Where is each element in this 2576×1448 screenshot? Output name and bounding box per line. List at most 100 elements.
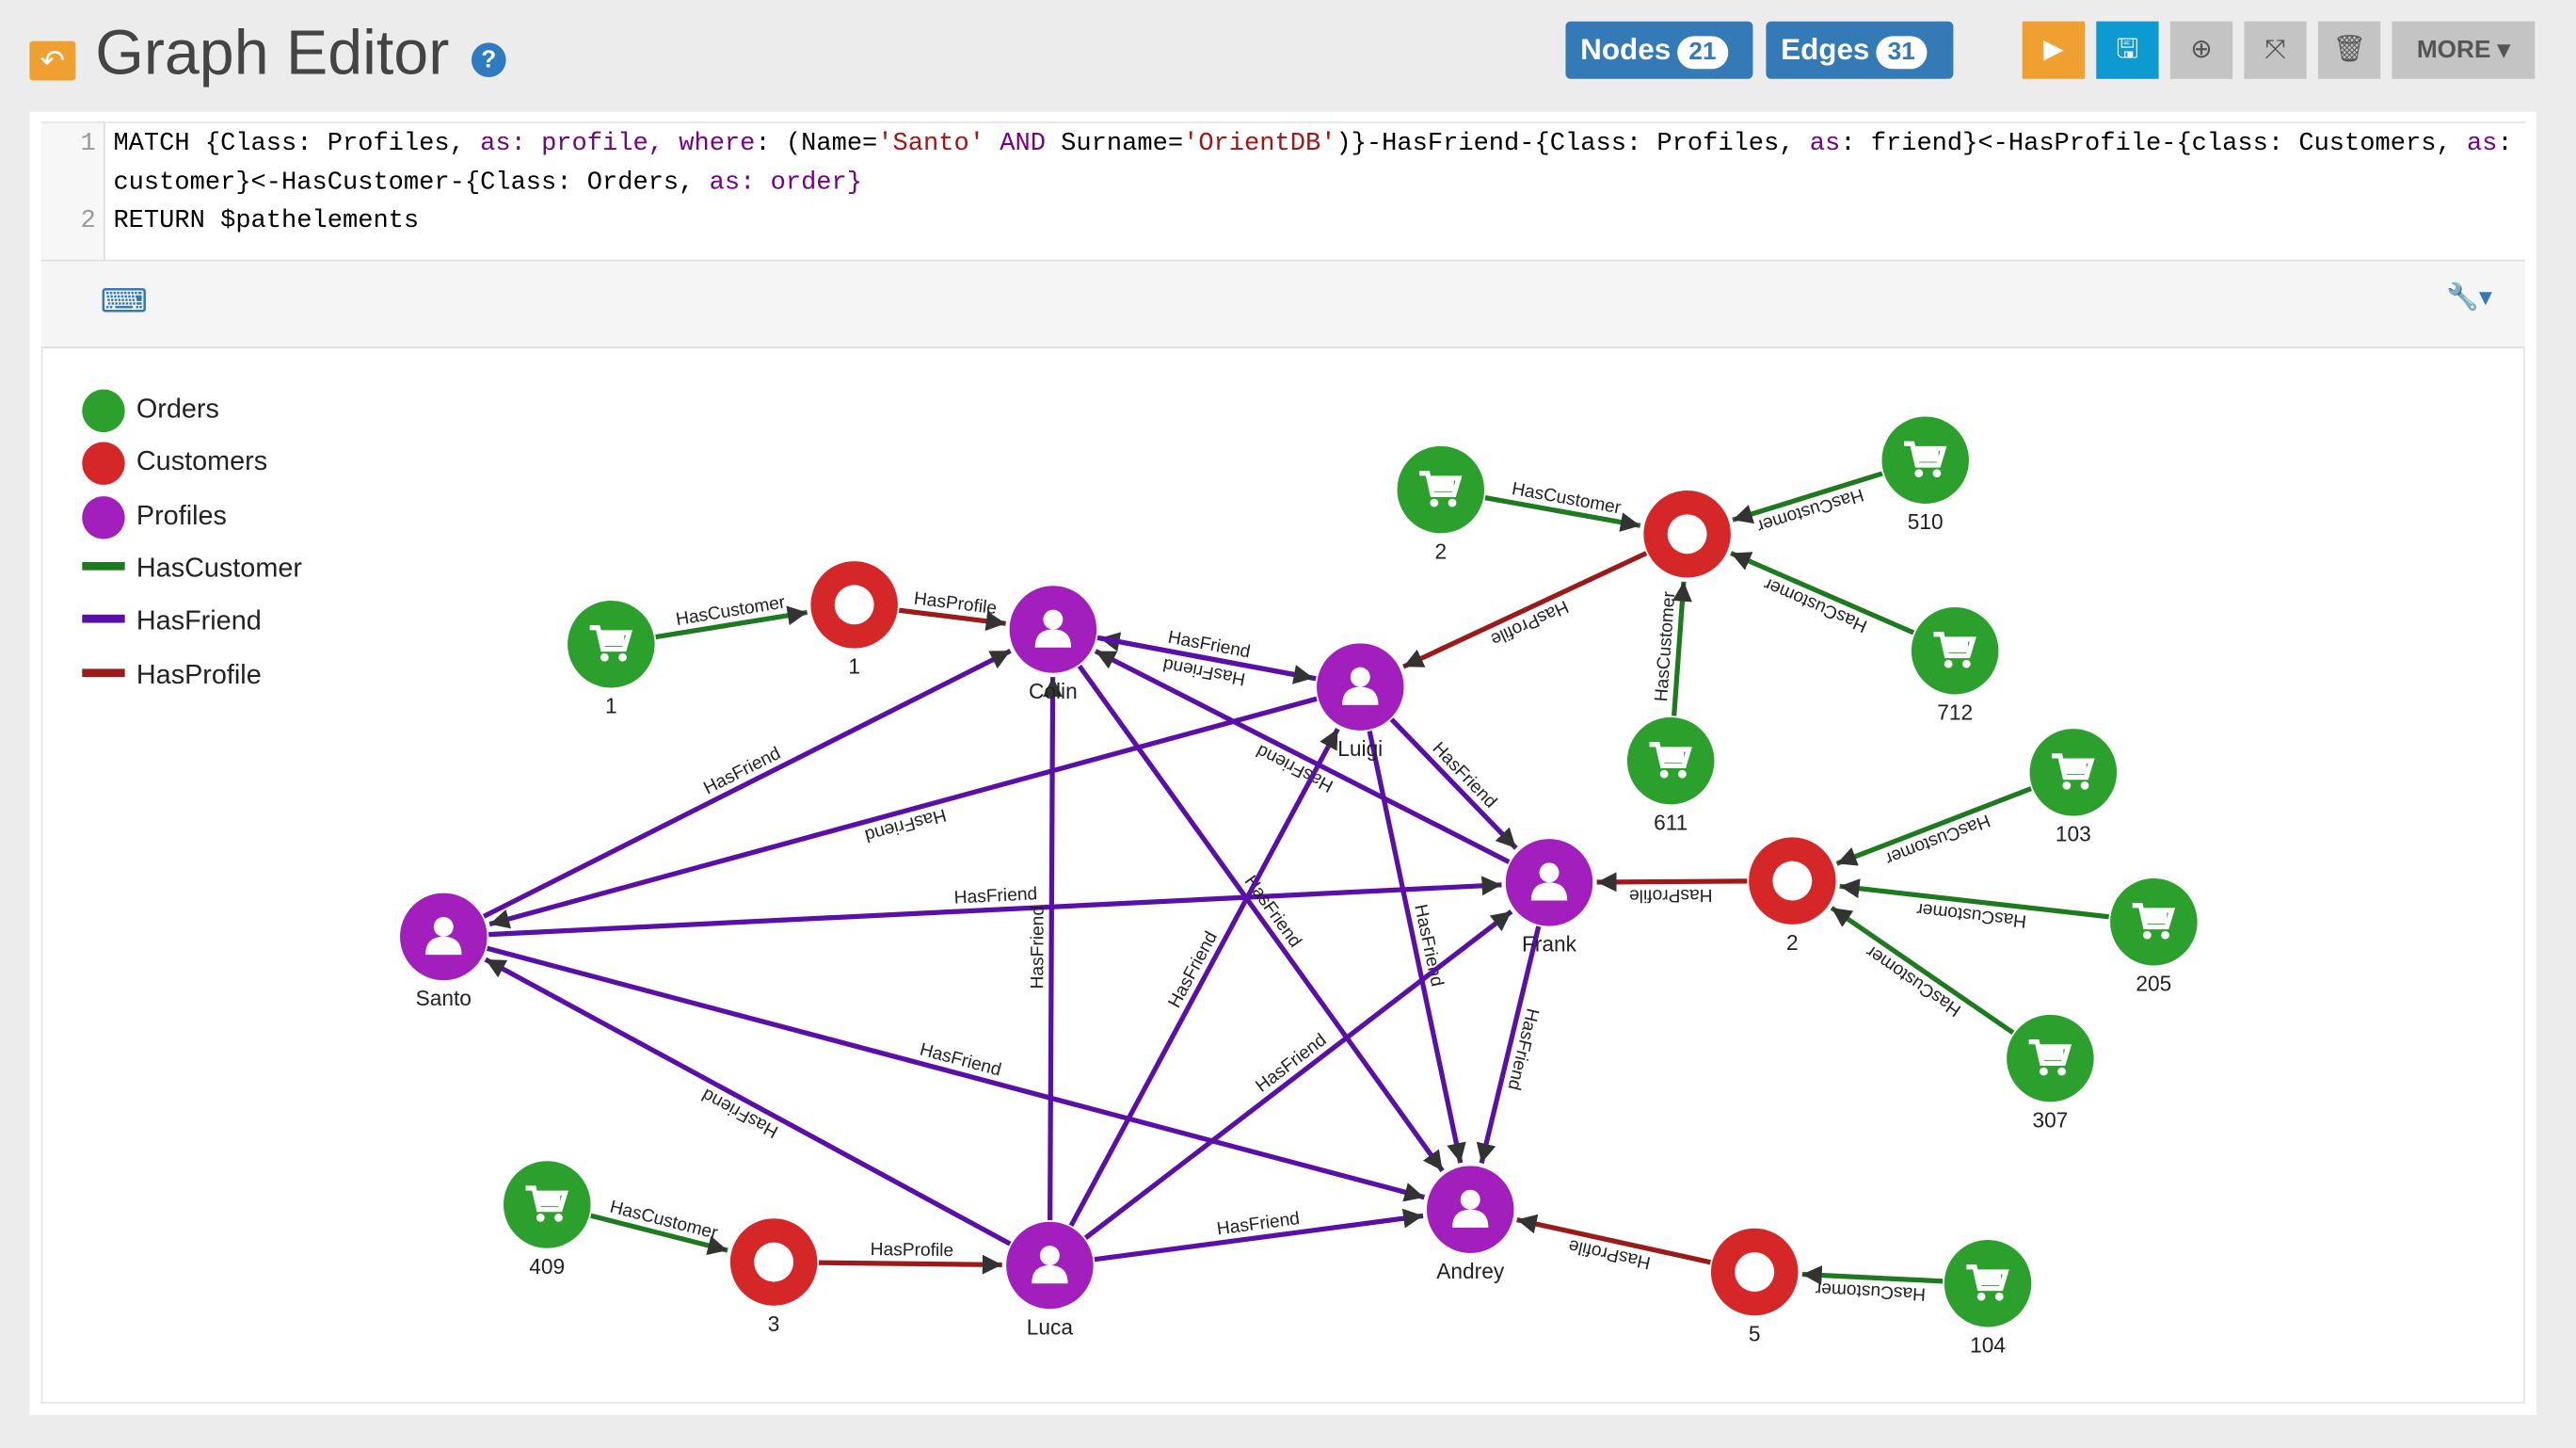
edge-line[interactable]	[654, 605, 808, 640]
help-icon[interactable]: ?	[471, 42, 506, 78]
keyboard-icon[interactable]: ⌨	[100, 283, 148, 321]
legend-item[interactable]: HasFriend	[82, 602, 410, 644]
add-vertex-button[interactable]: ⊕	[2169, 21, 2233, 79]
node-orders[interactable]: 510	[1880, 414, 1971, 534]
node-orders[interactable]: 1	[566, 599, 657, 718]
edge-line[interactable]	[1516, 1214, 1712, 1265]
node-orders[interactable]: 205	[2108, 877, 2200, 996]
edge-line[interactable]	[484, 957, 1013, 1247]
edge-line[interactable]	[1096, 635, 1315, 684]
edge-hasfriend[interactable]: HasFriend	[488, 696, 1319, 929]
edge-line[interactable]	[1830, 906, 2016, 1036]
edge-hasprofile[interactable]: HasProfile	[1402, 550, 1649, 669]
node-profiles[interactable]: Andrey	[1425, 1164, 1516, 1283]
edge-hasfriend[interactable]: HasFriend	[1389, 716, 1518, 850]
edge-line[interactable]	[1839, 878, 2110, 920]
node-customers[interactable]: 2	[1747, 835, 1838, 955]
query-line-1: MATCH {Class: Profiles, as: profile, whe…	[113, 125, 2512, 164]
edge-line[interactable]	[1094, 649, 1512, 865]
edge-hasfriend[interactable]: HasFriend	[1068, 727, 1340, 1228]
edge-hasprofile[interactable]: HasProfile	[1516, 1214, 1712, 1273]
save-button[interactable]: 🖫	[2096, 21, 2159, 79]
node-orders[interactable]: 611	[1625, 716, 1717, 834]
node-customers[interactable]: 1	[808, 559, 900, 679]
edge-hasfriend[interactable]: HasFriend	[1367, 730, 1466, 1164]
edge-line[interactable]	[1671, 581, 1692, 717]
node-orders[interactable]: 104	[1943, 1238, 2034, 1358]
edge-line[interactable]	[1732, 471, 1884, 524]
back-button[interactable]: ↶	[29, 40, 76, 81]
edge-hascustomer[interactable]: HasCustomer	[1839, 878, 2110, 931]
edge-hasprofile[interactable]: HasProfile	[898, 588, 1006, 632]
node-profiles[interactable]: Frank	[1504, 837, 1595, 957]
node-profiles[interactable]: Luigi	[1315, 641, 1406, 761]
edge-line[interactable]	[1043, 677, 1063, 1221]
edge-hasfriend[interactable]: HasFriend	[482, 648, 1012, 920]
node-profiles[interactable]: Luca	[1004, 1220, 1096, 1339]
node-orders[interactable]: 2	[1395, 444, 1486, 563]
edge-line[interactable]	[1093, 1208, 1424, 1263]
edge-line[interactable]	[1596, 872, 1749, 893]
node-orders[interactable]: 103	[2027, 727, 2119, 846]
edge-line[interactable]	[1083, 909, 1513, 1241]
legend-item[interactable]: Orders	[82, 389, 410, 433]
edge-hasprofile[interactable]: HasProfile	[1596, 872, 1749, 906]
edge-line[interactable]	[1801, 1265, 1944, 1286]
edge-label: HasFriend	[1240, 872, 1305, 951]
edge-hascustomer[interactable]: HasCustomer	[1835, 785, 2033, 868]
node-orders[interactable]: 712	[1910, 605, 2001, 725]
run-button[interactable]: ▶	[2022, 21, 2086, 79]
node-orders[interactable]: 409	[502, 1159, 593, 1279]
legend-item[interactable]: HasProfile	[82, 655, 410, 698]
edge-line[interactable]	[1483, 494, 1641, 532]
edge-line[interactable]	[1367, 730, 1466, 1164]
edge-hasfriend[interactable]: HasFriend	[1476, 925, 1543, 1165]
edge-line[interactable]	[1835, 785, 2033, 866]
edge-hascustomer[interactable]: HasCustomer	[1732, 471, 1884, 536]
edge-line[interactable]	[1068, 727, 1340, 1228]
node-orders[interactable]: 307	[2005, 1013, 2096, 1132]
legend-item[interactable]: Profiles	[82, 495, 410, 539]
more-button[interactable]: MORE ▾	[2392, 21, 2536, 79]
query-editor[interactable]: 1 2 MATCH {Class: Profiles, as: profile,…	[40, 121, 2525, 262]
node-label: 611	[1654, 810, 1688, 834]
cart-icon	[1904, 441, 1947, 478]
edge-line[interactable]	[488, 876, 1502, 938]
edge-hascustomer[interactable]: HasCustomer	[1801, 1265, 1944, 1304]
edge-hascustomer[interactable]: HasCustomer	[589, 1198, 728, 1256]
node-profiles[interactable]: Santo	[398, 891, 489, 1010]
edge-line[interactable]	[1476, 925, 1542, 1165]
edge-line[interactable]	[486, 945, 1425, 1202]
wrench-dropdown-icon[interactable]: 🔧▾	[2446, 283, 2492, 313]
edge-line[interactable]	[898, 607, 1006, 632]
edge-line[interactable]	[488, 696, 1319, 929]
edge-line[interactable]	[482, 648, 1012, 920]
edge-line[interactable]	[818, 1254, 1002, 1275]
legend-item[interactable]: HasCustomer	[82, 549, 410, 591]
edge-hasfriend[interactable]: HasFriend	[488, 876, 1502, 938]
clear-button[interactable]: 🗑	[2317, 21, 2381, 79]
edge-hascustomer[interactable]: HasCustomer	[1652, 581, 1692, 717]
edge-hasprofile[interactable]: HasProfile	[818, 1240, 1002, 1275]
edge-hascustomer[interactable]: HasCustomer	[1483, 479, 1641, 532]
edge-hasfriend[interactable]: HasFriend	[1093, 1208, 1424, 1263]
edge-line[interactable]	[1729, 551, 1915, 636]
edge-hascustomer[interactable]: HasCustomer	[1729, 551, 1915, 636]
edge-line[interactable]	[1389, 716, 1518, 850]
node-customers[interactable]: 3	[728, 1216, 820, 1336]
edge-line[interactable]	[1402, 550, 1649, 669]
legend-item[interactable]: Customers	[82, 442, 410, 486]
node-profiles[interactable]: Colin	[1007, 584, 1098, 703]
fullscreen-button[interactable]: ⤧	[2244, 21, 2307, 79]
edge-line[interactable]	[589, 1213, 728, 1256]
edge-hasfriend[interactable]: HasFriend	[1028, 677, 1063, 1221]
edge-hascustomer[interactable]: HasCustomer	[1830, 906, 2016, 1036]
edge-hascustomer[interactable]: HasCustomer	[654, 592, 808, 640]
edge-line[interactable]	[1077, 664, 1445, 1173]
node-customers[interactable]: 5	[1709, 1227, 1800, 1345]
node-customers[interactable]	[1641, 489, 1733, 580]
